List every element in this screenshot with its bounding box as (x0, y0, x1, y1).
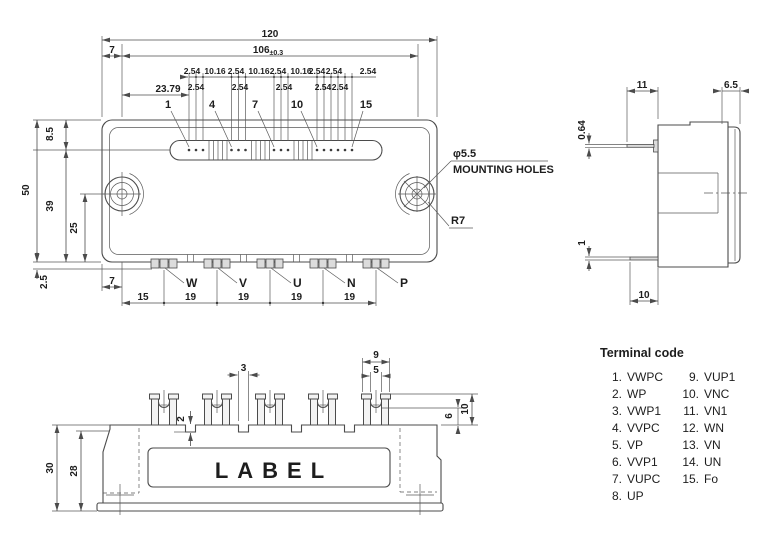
dim-terminal-pitch: 19 (238, 292, 250, 303)
mounting-hole-callout: φ5.5 MOUNTING HOLES R7 (423, 148, 554, 229)
dim-pitch-upper: 10.16 (248, 66, 270, 76)
terminal-label-w: W (186, 276, 198, 290)
terminal-label-v: V (239, 276, 247, 290)
dim-top-to-pin-row: 8.5 (45, 127, 56, 141)
dim-terminal-pitch: 19 (344, 292, 356, 303)
pin-number-4: 4 (209, 99, 216, 111)
terminal-code-item: 12.WN (682, 421, 724, 435)
pin-number-7: 7 (252, 99, 258, 111)
control-pin-slot (33, 139, 383, 161)
dim-pitch-upper: 10.16 (290, 66, 312, 76)
label-text: LABEL (215, 458, 333, 483)
terminal-letter-labels: W V U N P (164, 267, 408, 290)
terminal-label-u: U (293, 276, 302, 290)
terminal-code-title: Terminal code (600, 346, 684, 360)
dim-pitch-upper: 2.54 (228, 66, 245, 76)
terminal-code-item: 2.WP (611, 387, 647, 401)
dim-pin-row-to-bottom: 39 (45, 200, 56, 212)
dim-pitch-lower: 2.54 (315, 82, 332, 92)
mounting-hole-left (103, 172, 141, 216)
front-view-outline (96, 424, 444, 515)
top-view: 120 7 106±0.3 2.54 10.16 2.54 10.16 2.54… (21, 29, 554, 306)
terminal-label-n: N (347, 276, 356, 290)
side-view-dimensions: 11 6.5 0.64 1 10 (577, 80, 749, 305)
front-view-dimensions: 3 2 9 5 6 10 30 (45, 350, 478, 512)
terminal-code-item: 6.VVP1 (611, 455, 658, 469)
terminal-code-column-1: 1.VWPC 2.WP 3.VWP1 4.VVPC 5.VP 6.VVP1 7.… (600, 369, 663, 505)
terminal-code-item: 1.VWPC (611, 370, 663, 384)
dim-pitch-lower: 2.54 (232, 82, 249, 92)
dim-terminal-pitch: 19 (291, 292, 303, 303)
terminal-code-item: 14.UN (682, 455, 722, 469)
dim-first-pin-offset: 23.79 (155, 84, 180, 95)
terminal-code-item: 4.VVPC (611, 421, 660, 435)
corner-radius-label: R7 (451, 215, 465, 227)
pin-number-10: 10 (291, 99, 303, 111)
dim-pin-length-bottom: 10 (638, 290, 650, 301)
dim-pitch-upper: 2.54 (360, 66, 377, 76)
terminal-code-item: 3.VWP1 (611, 404, 662, 418)
terminal-code-item: 9.VUP1 (688, 370, 736, 384)
dim-pitch-upper: 2.54 (184, 66, 201, 76)
side-view-outline (626, 121, 748, 268)
dim-first-terminal: 15 (137, 292, 149, 303)
side-view: 11 6.5 0.64 1 10 (577, 80, 749, 305)
label-area: LABEL (147, 447, 391, 488)
dim-pin-length-top: 11 (637, 80, 648, 91)
terminal-code-item: 10.VNC (682, 387, 730, 401)
terminal-code-panel: Terminal code 1.VWPC 2.WP 3.VWP1 4.VVPC … (600, 346, 735, 505)
terminal-code-item: 13.VN (682, 438, 721, 452)
dim-overall-width: 120 (262, 29, 279, 40)
dim-overall-height: 50 (21, 184, 32, 196)
mounting-hole-right (398, 176, 436, 212)
dim-slot-depth: 6 (444, 413, 455, 419)
dim-hole-to-bottom: 25 (69, 222, 80, 234)
dim-pitch-lower: 2.54 (276, 82, 293, 92)
top-view-extension-lines (33, 36, 438, 306)
dim-pitch-lower: 2.54 (332, 82, 349, 92)
front-view: LABEL 3 2 9 5 6 (45, 350, 478, 515)
dim-pitch-upper: 2.54 (270, 66, 287, 76)
dim-terminal-pitch: 19 (185, 292, 197, 303)
hole-diameter-label: φ5.5 (453, 148, 476, 160)
dim-slot-width: 5 (373, 365, 379, 376)
mounting-holes-label: MOUNTING HOLES (453, 164, 554, 176)
dim-pitch-upper: 10.16 (204, 66, 226, 76)
dim-edge-to-hole: 7 (109, 45, 115, 56)
dim-pin-field: 106±0.3 (253, 45, 283, 57)
terminal-code-item: 11.VN1 (683, 404, 728, 418)
dim-total-height: 30 (45, 462, 56, 474)
dim-notch-width: 3 (241, 363, 247, 374)
terminal-code-item: 15.Fo (682, 472, 719, 486)
dim-notch-depth: 2 (176, 416, 187, 422)
dim-case-height: 28 (69, 465, 80, 477)
pin-number-15: 15 (360, 99, 372, 111)
dim-edge-to-hole-bottom: 7 (109, 276, 115, 287)
dim-terminal-protrusion: 2.5 (39, 275, 50, 289)
terminal-label-p: P (400, 276, 408, 290)
top-view-dimensions: 120 7 106±0.3 2.54 10.16 2.54 10.16 2.54… (21, 29, 437, 306)
terminal-code-item: 8.UP (611, 489, 644, 503)
dim-terminal-width: 9 (373, 350, 379, 361)
dim-baseplate-thickness: 6.5 (724, 80, 738, 91)
power-terminal-tabs (150, 254, 390, 269)
pin-number-1: 1 (165, 99, 171, 111)
terminal-code-item: 5.VP (611, 438, 644, 452)
terminal-code-item: 7.VUPC (611, 472, 661, 486)
dim-terminal-height: 10 (460, 403, 471, 415)
dim-pin-thickness-top: 0.64 (577, 120, 588, 140)
dim-pitch-upper: 2.54 (326, 66, 343, 76)
dim-pitch-upper: 2.54 (309, 66, 326, 76)
dim-pin-thickness-bottom: 1 (577, 240, 588, 246)
dim-pitch-lower: 2.54 (188, 82, 205, 92)
terminal-code-column-2: 9.VUP1 10.VNC 11.VN1 12.WN 13.VN 14.UN 1… (673, 369, 735, 505)
